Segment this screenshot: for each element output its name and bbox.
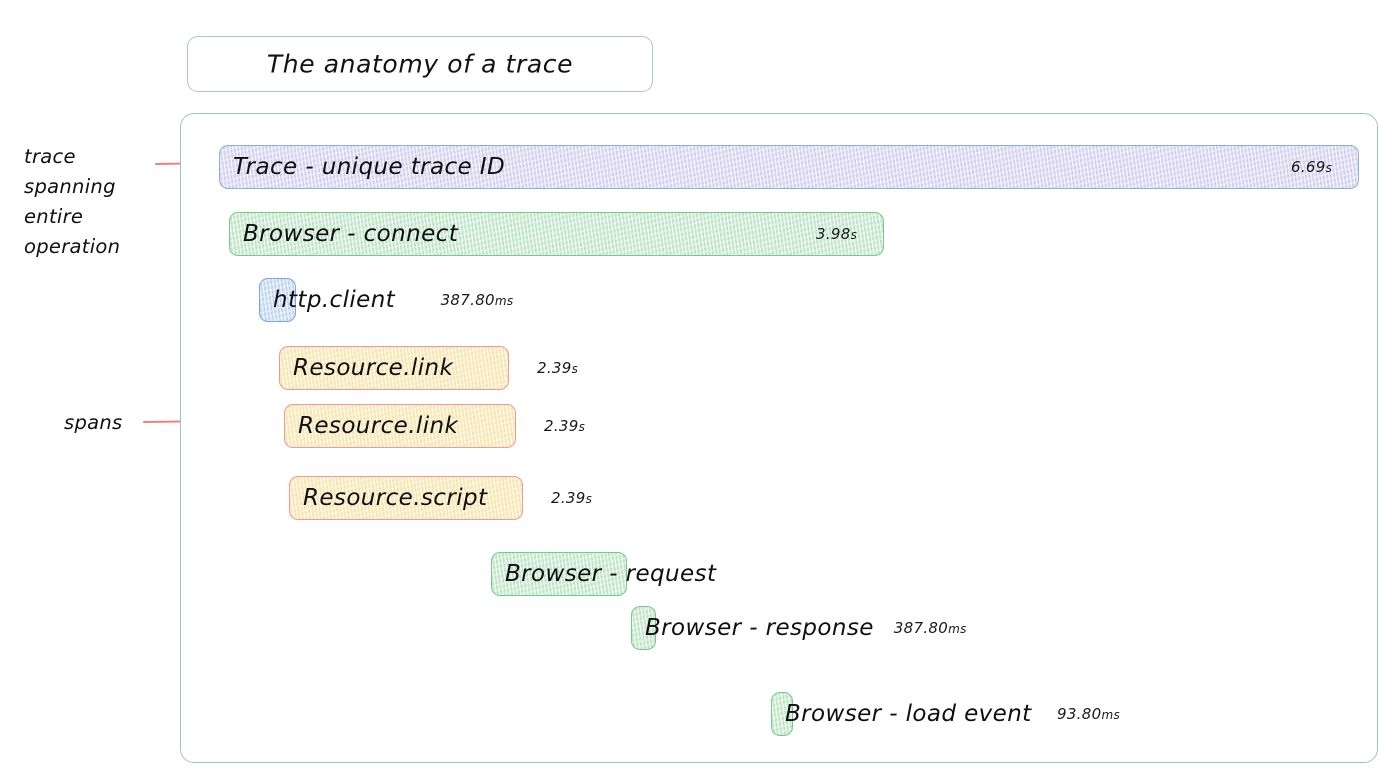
span-label: Browser - response — [645, 615, 874, 641]
span-duration: 2.39s — [551, 489, 593, 507]
span-bar[interactable] — [284, 404, 516, 448]
span-bar[interactable] — [491, 552, 627, 596]
span-duration: 3.98s — [816, 225, 858, 243]
span-bar[interactable] — [289, 476, 523, 520]
span-bar[interactable] — [771, 692, 793, 736]
span-bar[interactable] — [219, 145, 1359, 189]
span-duration: 6.69s — [1291, 158, 1333, 176]
span-duration: 2.39s — [544, 417, 586, 435]
span-bar[interactable] — [279, 346, 509, 390]
title-box: The anatomy of a trace — [187, 36, 653, 92]
span-duration: 93.80ms — [1057, 705, 1120, 723]
span-label: Browser - load event — [785, 701, 1032, 727]
span-bar[interactable] — [259, 278, 296, 322]
page-title: The anatomy of a trace — [266, 49, 574, 79]
span-row: Browser - load event 93.80ms — [181, 692, 1371, 736]
span-duration: 387.80ms — [440, 291, 514, 309]
spans-annotation-label: spans — [64, 411, 123, 434]
span-duration: 2.39s — [537, 359, 579, 377]
span-bar[interactable] — [229, 212, 884, 256]
span-row: Browser - response 387.80ms — [181, 606, 1371, 650]
span-bar[interactable] — [631, 606, 656, 650]
trace-annotation-label: trace spanning entire operation — [24, 145, 121, 258]
span-row: Browser - request — [181, 552, 1371, 596]
span-duration: 387.80ms — [893, 619, 967, 637]
